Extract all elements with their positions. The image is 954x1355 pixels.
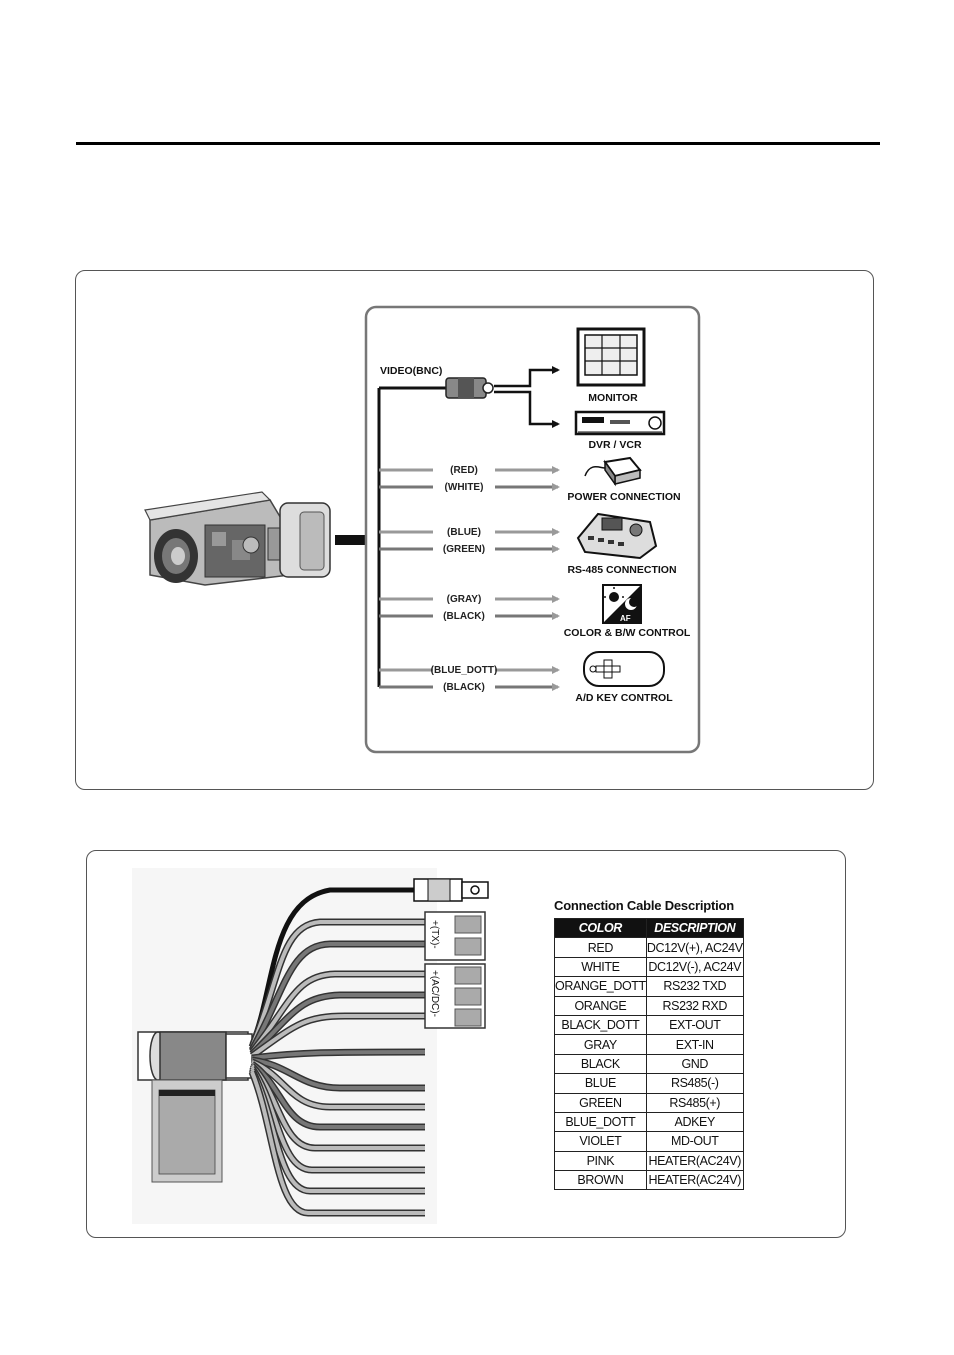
terminal-block-tx: +(TX)- xyxy=(424,911,486,961)
wire-white-label: (WHITE) xyxy=(445,482,484,493)
color-cell: BLACK_DOTT xyxy=(554,1014,647,1036)
bnc-connector-icon xyxy=(413,878,489,902)
dvr-label: DVR / VCR xyxy=(588,439,642,451)
adkey-label: A/D KEY CONTROL xyxy=(575,692,673,704)
wire-pair-colorbw: (GRAY) (BLACK) xyxy=(379,594,560,622)
description-cell: RS485(+) xyxy=(645,1092,744,1113)
wire-black-label: (BLACK) xyxy=(443,611,485,622)
colorbw-label: COLOR & B/W CONTROL xyxy=(564,627,691,639)
wire-red-label: (RED) xyxy=(450,465,478,476)
wire-black2-label: (BLACK) xyxy=(443,682,485,693)
description-cell: ADKEY xyxy=(645,1111,744,1133)
description-cell: HEATER(AC24V) xyxy=(645,1150,744,1172)
keyboard-controller-icon xyxy=(576,512,658,560)
terminal-tx-label: +(TX)- xyxy=(429,920,440,949)
wire-pair-power: (RED) (WHITE) xyxy=(379,465,560,493)
wire-green-label: (GREEN) xyxy=(443,544,485,555)
description-cell: GND xyxy=(645,1053,744,1075)
color-cell: ORANGE xyxy=(554,995,647,1016)
dvr-icon xyxy=(574,410,666,436)
color-cell: GREEN xyxy=(554,1092,647,1113)
color-cell: RED xyxy=(554,937,647,958)
video-label: VIDEO(BNC) xyxy=(380,365,442,377)
color-cell: PINK xyxy=(554,1150,647,1172)
key-controller-icon xyxy=(583,651,665,687)
description-cell: RS485(-) xyxy=(645,1073,744,1094)
power-adapter-icon xyxy=(584,456,642,487)
description-cell: RS232 RXD xyxy=(645,995,744,1016)
wire-pair-rs485: (BLUE) (GREEN) xyxy=(379,527,560,555)
description-cell: DC12V(+), AC24V xyxy=(645,937,744,958)
wire-blue-dott-label: (BLUE_DOTT) xyxy=(431,665,498,676)
color-cell: WHITE xyxy=(554,956,647,978)
day-night-icon: AF xyxy=(602,584,642,624)
wire-pair-adkey: (BLUE_DOTT) (BLACK) xyxy=(379,665,560,693)
header-rule xyxy=(76,142,880,145)
monitor-icon xyxy=(576,327,646,387)
bnc-connector-icon xyxy=(445,377,494,399)
cable-jacket xyxy=(137,1031,253,1183)
description-cell: EXT-IN xyxy=(645,1034,744,1055)
wire-gray-label: (GRAY) xyxy=(447,594,482,605)
color-cell: BLUE xyxy=(554,1073,647,1094)
color-cell: VIOLET xyxy=(554,1131,647,1152)
description-cell: RS232 TXD xyxy=(645,976,744,997)
monitor-label: MONITOR xyxy=(588,392,638,404)
wire-blue-label: (BLUE) xyxy=(447,527,481,538)
terminal-acdc-label: +(AC/DC)- xyxy=(429,970,440,1017)
loose-wires xyxy=(248,1048,426,1217)
description-cell: HEATER(AC24V) xyxy=(645,1170,744,1191)
color-cell: BLACK xyxy=(554,1053,647,1075)
color-cell: BLUE_DOTT xyxy=(554,1111,647,1133)
color-cell: ORANGE_DOTT xyxy=(554,976,647,997)
description-cell: MD-OUT xyxy=(645,1131,744,1152)
table-header-row: COLOR DESCRIPTION xyxy=(554,917,744,939)
description-cell: EXT-OUT xyxy=(645,1014,744,1036)
power-label: POWER CONNECTION xyxy=(567,491,680,503)
color-cell: GRAY xyxy=(554,1034,647,1055)
terminal-block-acdc: +(AC/DC)- xyxy=(424,963,486,1029)
column-header-description: DESCRIPTION xyxy=(645,917,744,939)
af-text: AF xyxy=(620,614,631,623)
description-cell: DC12V(-), AC24V xyxy=(645,956,744,978)
rs485-label: RS-485 CONNECTION xyxy=(567,564,676,576)
color-cell: BROWN xyxy=(554,1170,647,1191)
cable-table-title: Connection Cable Description xyxy=(554,898,735,913)
column-header-color: COLOR xyxy=(554,917,647,939)
diagram-inner-frame xyxy=(364,305,701,754)
camera-icon xyxy=(144,491,367,586)
